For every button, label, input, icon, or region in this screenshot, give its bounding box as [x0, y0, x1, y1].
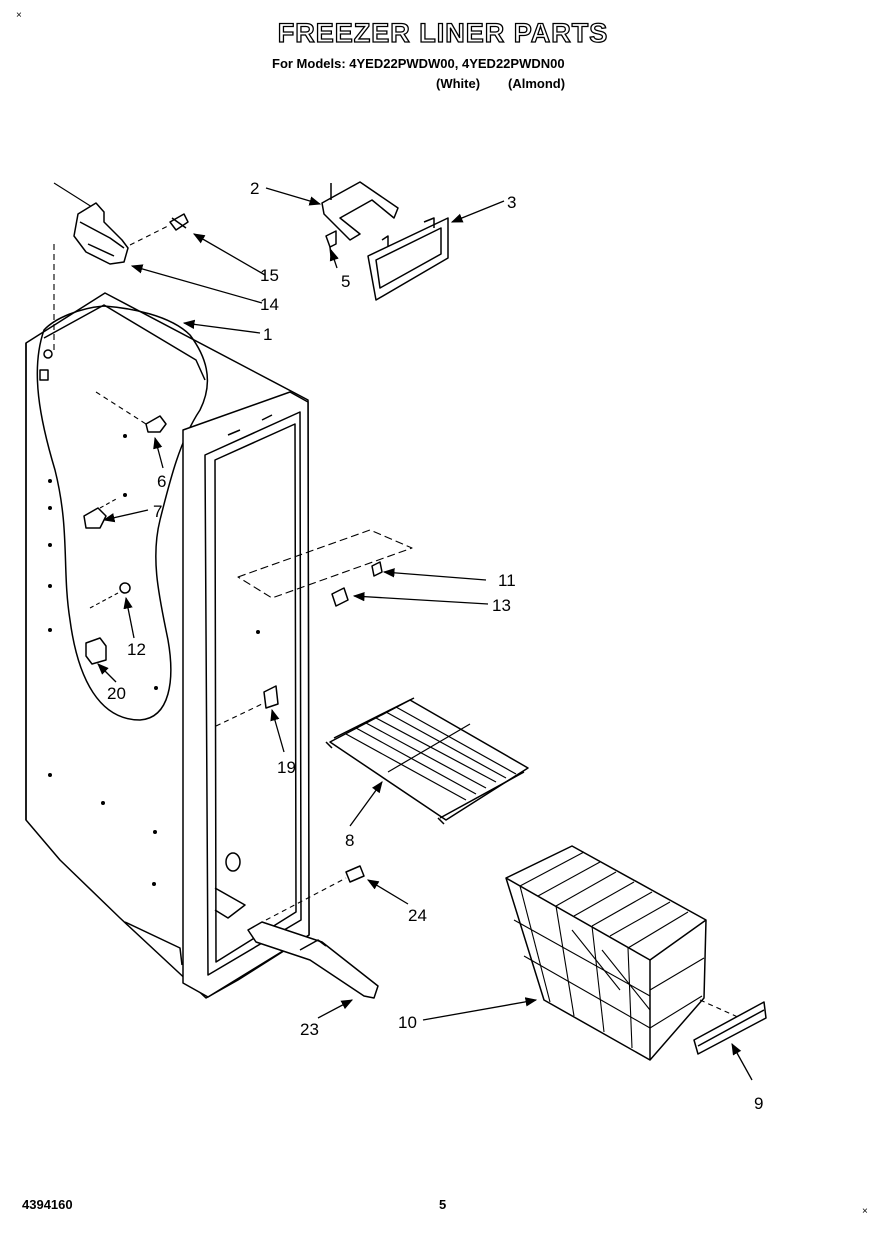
basket-handle	[693, 1001, 767, 1055]
callout-13: 13	[492, 596, 511, 615]
callout-6: 6	[157, 472, 166, 491]
callout-2: 2	[250, 179, 259, 198]
callout-1: 1	[263, 325, 272, 344]
shelf-clip-6	[95, 391, 167, 433]
light-shield	[367, 217, 449, 301]
screw	[129, 213, 189, 246]
bottom-rail	[247, 921, 379, 999]
document-number: 4394160	[22, 1197, 73, 1212]
callout-5: 5	[341, 272, 350, 291]
registration-mark-top-left: ×	[16, 10, 22, 21]
callout-20: 20	[107, 684, 126, 703]
variant-almond-label: (Almond)	[508, 76, 566, 91]
bracket-20	[85, 637, 107, 665]
callout-12: 12	[127, 640, 146, 659]
callout-23: 23	[300, 1020, 319, 1039]
freezer-liner	[25, 292, 310, 999]
callout-7: 7	[153, 502, 162, 521]
callout-9: 9	[754, 1094, 763, 1113]
callout-24: 24	[408, 906, 427, 925]
callout-14: 14	[260, 295, 279, 314]
page-title: FREEZER LINER PARTS	[277, 17, 609, 48]
callout-11: 11	[498, 571, 516, 590]
callout-8: 8	[345, 831, 354, 850]
clip-19	[215, 685, 279, 727]
callout-3: 3	[507, 193, 516, 212]
screw-12	[89, 582, 131, 609]
wire-basket	[505, 845, 741, 1061]
variant-white-label: (White)	[436, 76, 481, 91]
callout-19: 19	[277, 758, 296, 777]
shelf-clip-7	[83, 497, 119, 529]
bracket-screw	[325, 230, 337, 257]
wire-shelf	[325, 697, 529, 825]
shelf-support-plane	[237, 529, 413, 607]
model-numbers: For Models: 4YED22PWDW00, 4YED22PWDN00	[272, 56, 565, 71]
top-bracket	[321, 181, 399, 241]
screw-24	[265, 865, 365, 921]
page-number: 5	[439, 1197, 447, 1212]
hinge-bracket	[73, 202, 129, 265]
callout-10: 10	[398, 1013, 417, 1032]
registration-mark-bottom-right: ×	[862, 1206, 868, 1217]
callout-15: 15	[260, 266, 279, 285]
